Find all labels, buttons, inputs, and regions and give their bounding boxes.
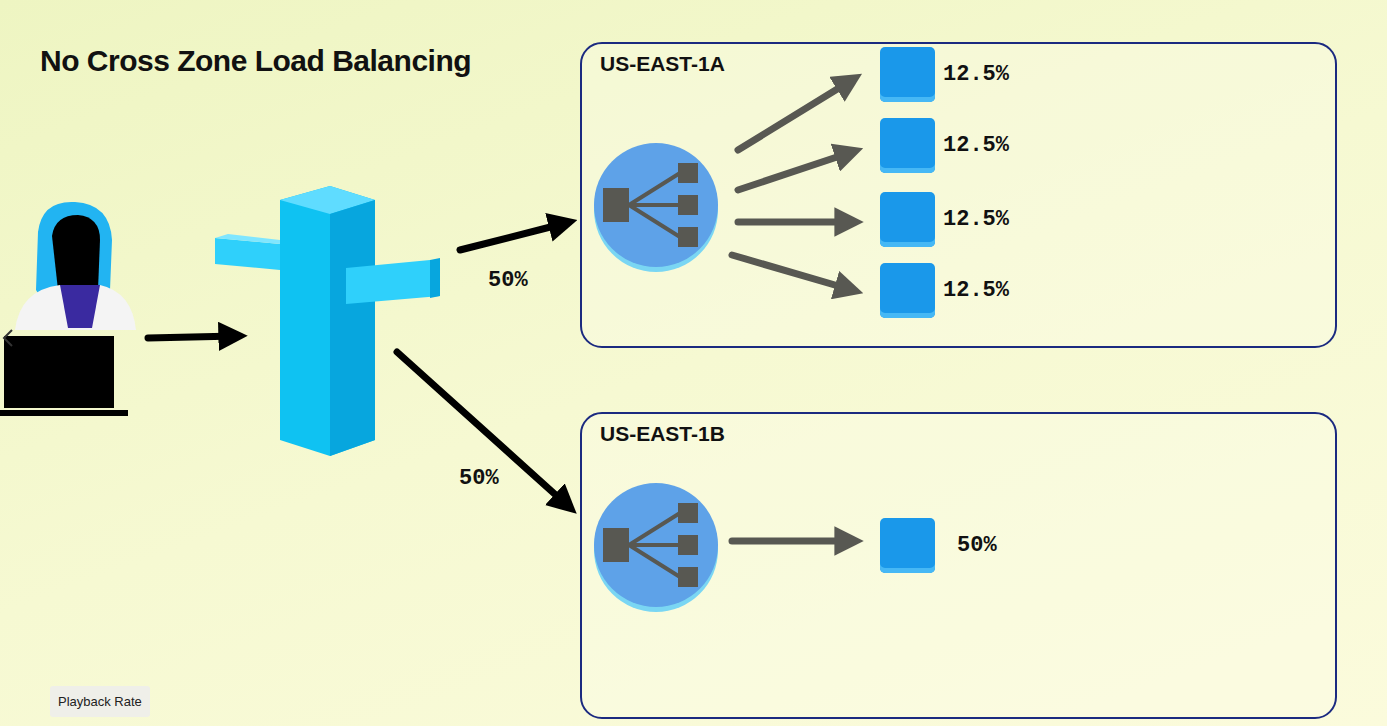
ec2-instance: 50%	[880, 518, 997, 573]
instance-square	[880, 518, 935, 573]
availability-zone: US-EAST-1B 50%	[580, 412, 1337, 719]
traffic-share: 12.5%	[943, 278, 1009, 303]
traffic-share: 12.5%	[943, 62, 1009, 87]
traffic-share: 12.5%	[943, 133, 1009, 158]
ec2-instance: 12.5%	[880, 118, 1009, 173]
zone-heading: US-EAST-1B	[600, 422, 725, 446]
traffic-share-label: 50%	[459, 466, 499, 491]
instance-square	[880, 47, 935, 102]
availability-zone: US-EAST-1A 12.5% 12.5% 12.5% 12.5%	[580, 42, 1337, 348]
instance-square	[880, 192, 935, 247]
instance-square	[880, 263, 935, 318]
player-button: Playback Rate	[50, 686, 150, 717]
zone-heading: US-EAST-1A	[600, 52, 725, 76]
traffic-share-label: 50%	[488, 268, 528, 293]
ec2-instance: 12.5%	[880, 192, 1009, 247]
route53-icon	[215, 186, 440, 456]
instance-square	[880, 118, 935, 173]
user-icon	[0, 202, 136, 416]
ec2-instance: 12.5%	[880, 47, 1009, 102]
traffic-share: 12.5%	[943, 207, 1009, 232]
traffic-share: 50%	[957, 533, 997, 558]
ec2-instance: 12.5%	[880, 263, 1009, 318]
diagram-title: No Cross Zone Load Balancing	[40, 44, 471, 78]
